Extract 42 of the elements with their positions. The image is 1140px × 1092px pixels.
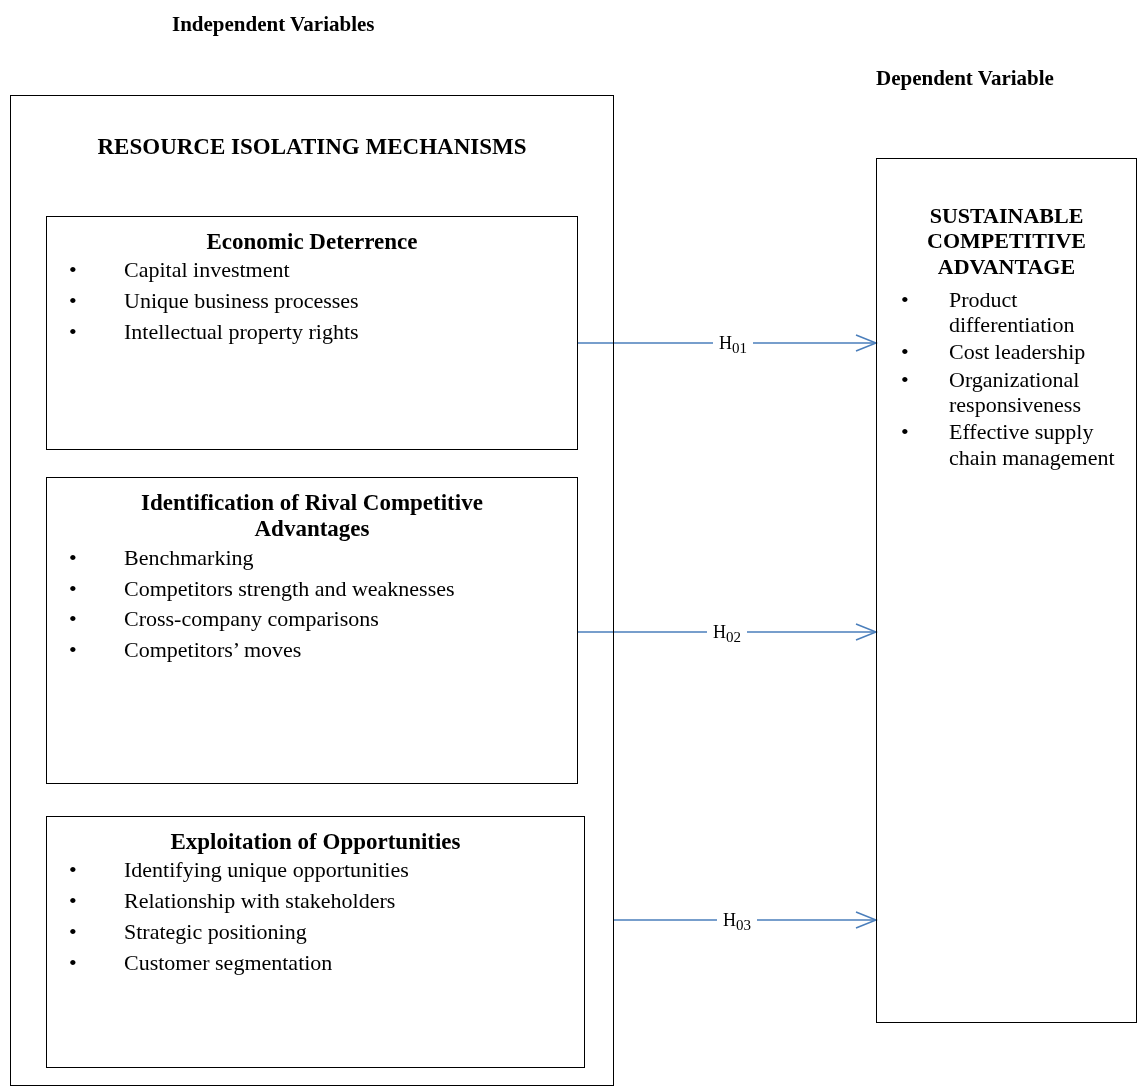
bullet-marker: • — [69, 948, 78, 977]
box-heading: Identification of Rival Competitive Advantages — [140, 490, 484, 543]
bullet-item: Relationship with stakeholders — [124, 887, 396, 916]
box-heading: Economic Deterrence — [205, 229, 419, 256]
bullet-marker: • — [901, 366, 910, 393]
axis-heading: Dependent Variable — [876, 66, 1054, 91]
box-heading: SUSTAINABLE COMPETITIVE ADVANTAGE — [926, 203, 1087, 279]
variable-box — [46, 477, 578, 784]
bullet-item: Capital investment — [124, 256, 290, 285]
variable-box — [876, 158, 1137, 1023]
box-heading: RESOURCE ISOLATING MECHANISMS — [96, 134, 528, 161]
bullet-item: Product differentiation — [949, 286, 1076, 338]
bullet-marker: • — [901, 339, 910, 365]
bullet-marker: • — [69, 856, 78, 885]
bullet-marker: • — [69, 543, 78, 572]
bullet-marker: • — [69, 918, 78, 947]
bullet-marker: • — [69, 636, 78, 665]
bullet-item: Identifying unique opportunities — [124, 856, 409, 885]
bullet-item: Unique business processes — [124, 287, 359, 316]
axis-heading: Independent Variables — [172, 12, 375, 37]
bullet-item: Intellectual property rights — [124, 318, 359, 347]
bullet-marker: • — [901, 419, 910, 445]
variable-box — [46, 816, 585, 1068]
bullet-item: Competitors strength and weaknesses — [124, 574, 455, 603]
bullet-marker: • — [69, 605, 78, 634]
variable-box — [46, 216, 578, 450]
bullet-item: Benchmarking — [124, 543, 254, 572]
box-heading: Exploitation of Opportunities — [169, 829, 462, 856]
bullet-marker: • — [69, 887, 78, 916]
group-box — [10, 95, 614, 1086]
bullet-item: Organizational responsiveness — [949, 366, 1082, 418]
bullet-item: Cost leadership — [949, 339, 1086, 365]
bullet-marker: • — [69, 256, 78, 285]
bullet-marker: • — [69, 318, 78, 347]
bullet-item: Competitors’ moves — [124, 636, 302, 665]
bullet-marker: • — [69, 287, 78, 316]
bullet-item: Cross-company comparisons — [124, 605, 379, 634]
bullet-item: Effective supply chain management — [949, 419, 1116, 470]
bullet-item: Customer segmentation — [124, 948, 333, 977]
bullet-marker: • — [901, 286, 910, 313]
bullet-item: Strategic positioning — [124, 918, 307, 947]
bullet-marker: • — [69, 574, 78, 603]
